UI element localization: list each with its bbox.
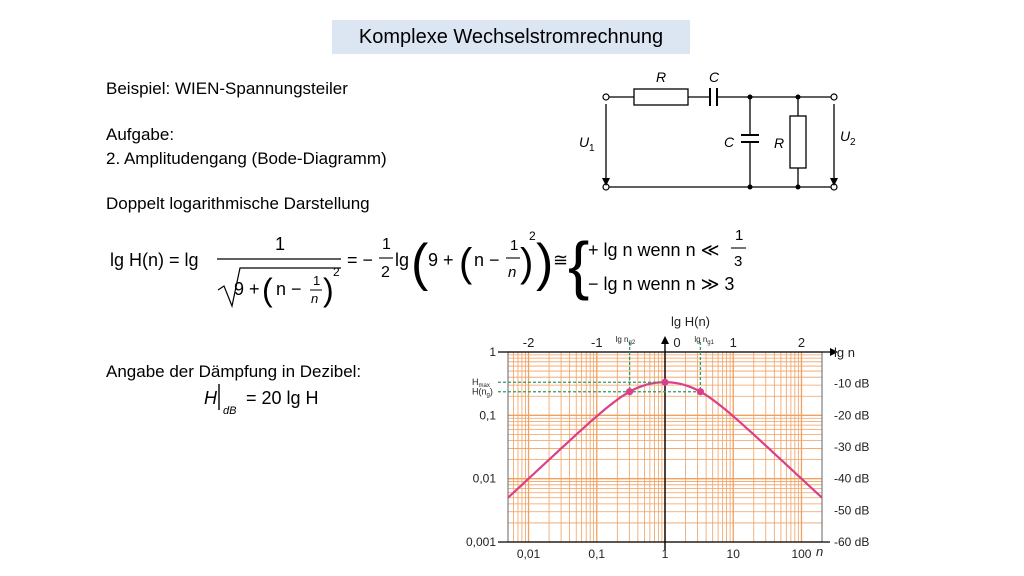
svg-text:(: ( (262, 272, 273, 308)
y-tick-label: 1 (489, 345, 496, 359)
y-axis-arrow (661, 336, 669, 344)
case1-num: 1 (735, 227, 743, 244)
label-u1-sub: 1 (589, 143, 595, 154)
x-tick-label: 0,1 (588, 547, 605, 561)
formula-lg: lg (395, 250, 409, 270)
slide-title: Komplexe Wechselstromrechnung (332, 20, 690, 54)
task-text: 2. Amplitudengang (Bode-Diagramm) (106, 149, 387, 168)
top-tick-label: -1 (591, 335, 603, 350)
annotation-label: Hmax (472, 377, 490, 389)
u1-arrow-head (602, 178, 610, 186)
label-r-series: R (656, 69, 666, 85)
db-tick-label: -30 dB (834, 440, 869, 454)
example-heading: Beispiel: WIEN-Spannungsteiler (106, 79, 348, 98)
x-tick-label: 100 (791, 547, 811, 561)
top-mark-label: lg ng2 (616, 335, 636, 346)
db-tick-label: -20 dB (834, 408, 869, 422)
curve-point (626, 388, 634, 396)
case1-den: 3 (734, 253, 742, 270)
top-mark-label: lg ng1 (694, 335, 714, 346)
db-tick-label: -50 dB (834, 503, 869, 517)
db-tick-label: -40 dB (834, 472, 869, 486)
top-tick-label: 0 (673, 335, 680, 350)
db-heading: Angabe der Dämpfung in Dezibel: (106, 362, 362, 381)
y-tick-label: 0,1 (479, 408, 496, 422)
y-tick-label: 0,001 (466, 535, 496, 549)
curve-point (661, 378, 669, 386)
label-c-series: C (709, 69, 720, 85)
label-r-parallel: R (774, 135, 784, 151)
double-log-heading: Doppelt logarithmische Darstellung (106, 194, 370, 213)
formula-eq2: = − (347, 250, 373, 270)
inner-frac-num: 1 (510, 237, 518, 254)
formula-nine: 9 + (428, 250, 454, 270)
label-u2: U (840, 128, 851, 144)
inner-frac-den: n (508, 264, 516, 281)
annotation-label: H(ng) (472, 387, 493, 399)
svg-text:): ) (536, 234, 553, 292)
top-tick-label: -2 (523, 335, 535, 350)
formula-numerator: 1 (275, 234, 285, 254)
svg-text:(: ( (459, 241, 473, 285)
label-u2-sub: 2 (850, 137, 856, 148)
svg-text:(: ( (411, 234, 429, 292)
x-tick-label: 1 (662, 547, 669, 561)
formula-case2: − lg n wenn n ≫ 3 (588, 274, 734, 294)
formula-den-n: n − (276, 279, 302, 299)
formula-case1: + lg n wenn n ≪ (588, 240, 719, 260)
formula-approx: ≅ (553, 250, 568, 270)
top-tick-label: 2 (798, 335, 805, 350)
half-num: 1 (382, 236, 391, 253)
x-tick-label: 10 (727, 547, 741, 561)
top-axis-label: lg n (834, 345, 855, 360)
db-formula-h: H (204, 388, 218, 408)
task-label: Aufgabe: (106, 125, 175, 144)
svg-text:): ) (323, 272, 334, 308)
label-c-parallel: C (724, 134, 735, 150)
slide-title-text: Komplexe Wechselstromrechnung (358, 25, 664, 48)
inner-square: 2 (529, 229, 536, 243)
den-frac-den: n (311, 291, 318, 306)
half-den: 2 (381, 264, 390, 281)
u2-arrow-head (830, 178, 838, 186)
label-u1: U (579, 134, 590, 150)
svg-text:): ) (520, 241, 533, 285)
svg-text:{: { (568, 229, 589, 301)
y-tick-label: 0,01 (473, 472, 497, 486)
formula-den-prefix: 9 + (234, 279, 260, 299)
den-frac-num: 1 (313, 273, 320, 288)
formula-n-minus: n − (474, 250, 500, 270)
formula-lhs: lg H(n) = lg (110, 250, 199, 270)
x-axis-label: n (816, 544, 823, 559)
x-tick-label: 0,01 (517, 547, 541, 561)
y-axis-label: lg H(n) (671, 314, 710, 329)
top-axis-arrow (830, 348, 838, 356)
db-tick-label: -60 dB (834, 535, 869, 549)
db-formula-rhs: = 20 lg H (246, 388, 319, 408)
den-square: 2 (333, 265, 340, 279)
db-tick-label: -10 dB (834, 377, 869, 391)
top-tick-label: 1 (730, 335, 737, 350)
db-formula-sub: dB (223, 405, 236, 417)
curve-point (696, 388, 705, 396)
